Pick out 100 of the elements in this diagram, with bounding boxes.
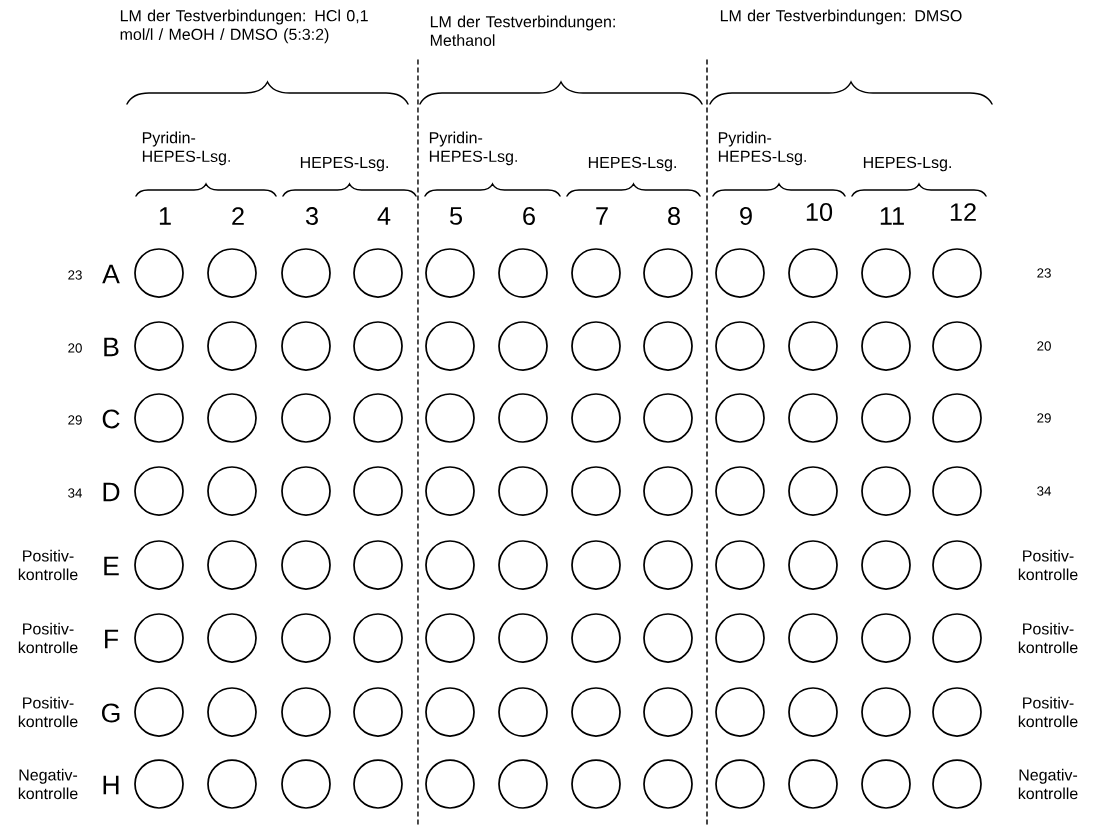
well-circle [425, 321, 475, 371]
well-circle [932, 540, 982, 590]
row-note: 29 [1037, 413, 1051, 423]
row-letter: D [103, 482, 120, 502]
well-circle [861, 248, 911, 298]
column-number: 2 [232, 207, 244, 225]
well-circle [281, 687, 331, 737]
well-circle [643, 687, 693, 737]
well-circle [425, 248, 475, 298]
well-circle [861, 687, 911, 737]
column-number: 3 [305, 207, 318, 225]
well-circle [715, 321, 765, 371]
well-circle [643, 466, 693, 516]
well-circle [134, 613, 184, 663]
row-note: Positiv- kontrolle [1018, 622, 1078, 654]
well-circle [134, 687, 184, 737]
well-circle [643, 540, 693, 590]
row-letter: C [102, 409, 120, 429]
well-circle [281, 248, 331, 298]
well-circle [932, 393, 982, 443]
well-circle [932, 687, 982, 737]
well-circle [715, 393, 765, 443]
well-circle [207, 393, 257, 443]
well-circle [788, 393, 838, 443]
well-circle [788, 466, 838, 516]
solvent-heading: Pyridin- HEPES-Lsg. [429, 131, 517, 166]
well-circle [207, 540, 257, 590]
well-circle [134, 321, 184, 371]
well-circle [861, 540, 911, 590]
well-circle [498, 248, 548, 298]
column-number: 10 [806, 203, 833, 221]
well-circle [715, 540, 765, 590]
well-circle [643, 321, 693, 371]
well-circle [715, 613, 765, 663]
column-number: 1 [159, 207, 171, 225]
well-circle [861, 393, 911, 443]
well-circle [425, 540, 475, 590]
column-number: 7 [596, 207, 608, 225]
well-circle [134, 540, 184, 590]
well-circle [571, 393, 621, 443]
column-number: 12 [950, 203, 976, 221]
well-circle [788, 248, 838, 298]
row-letter: B [104, 337, 119, 357]
row-note: 23 [68, 270, 82, 280]
well-circle [353, 759, 403, 809]
well-circle [932, 248, 982, 298]
well-circle [281, 759, 331, 809]
well-circle [498, 466, 548, 516]
column-number: 5 [449, 207, 462, 225]
solvent-heading: HEPES-Lsg. [300, 156, 388, 172]
well-circle [281, 466, 331, 516]
well-circle [715, 687, 765, 737]
well-circle [571, 687, 621, 737]
solvent-heading: HEPES-Lsg. [588, 156, 676, 172]
solvent-heading: Pyridin- HEPES-Lsg. [142, 131, 230, 166]
well-circle [281, 540, 331, 590]
well-circle [353, 687, 403, 737]
well-circle [571, 466, 621, 516]
well-circle [643, 613, 693, 663]
well-circle [788, 321, 838, 371]
well-circle [932, 321, 982, 371]
well-circle [861, 613, 911, 663]
row-letter: H [103, 775, 119, 795]
well-circle [932, 759, 982, 809]
well-circle [788, 759, 838, 809]
well-circle [571, 613, 621, 663]
well-circle [134, 759, 184, 809]
column-group-heading: LM der Testverbindungen: Methanol [430, 15, 615, 46]
well-circle [788, 540, 838, 590]
column-group-heading: LM der Testverbindungen: HCl 0,1 mol/l / MeOH / DMSO (5:3:2) [120, 9, 368, 44]
well-circle [281, 393, 331, 443]
row-note: Negativ- kontrolle [18, 768, 78, 800]
row-note: Negativ- kontrolle [1018, 768, 1078, 800]
column-number: 9 [740, 207, 752, 225]
row-note: 34 [68, 488, 82, 498]
row-note: 29 [68, 415, 82, 425]
well-circle [353, 540, 403, 590]
row-note: 34 [1037, 486, 1052, 496]
well-circle [498, 687, 548, 737]
well-circle [207, 466, 257, 516]
well-circle [207, 248, 257, 298]
well-circle [571, 321, 621, 371]
well-circle [353, 466, 403, 516]
well-circle [425, 613, 475, 663]
well-circle [861, 321, 911, 371]
well-circle [281, 321, 331, 371]
row-letter: E [104, 556, 119, 576]
well-circle [207, 321, 257, 371]
well-circle [425, 466, 475, 516]
well-circle [353, 613, 403, 663]
column-number: 6 [523, 207, 535, 225]
well-circle [207, 687, 257, 737]
well-circle [134, 393, 184, 443]
well-circle [498, 613, 548, 663]
well-circle [498, 540, 548, 590]
well-circle [353, 248, 403, 298]
well-circle [715, 466, 765, 516]
row-note: Positiv- kontrolle [18, 549, 78, 581]
row-note: 20 [1037, 341, 1051, 351]
solvent-heading: HEPES-Lsg. [863, 156, 951, 172]
